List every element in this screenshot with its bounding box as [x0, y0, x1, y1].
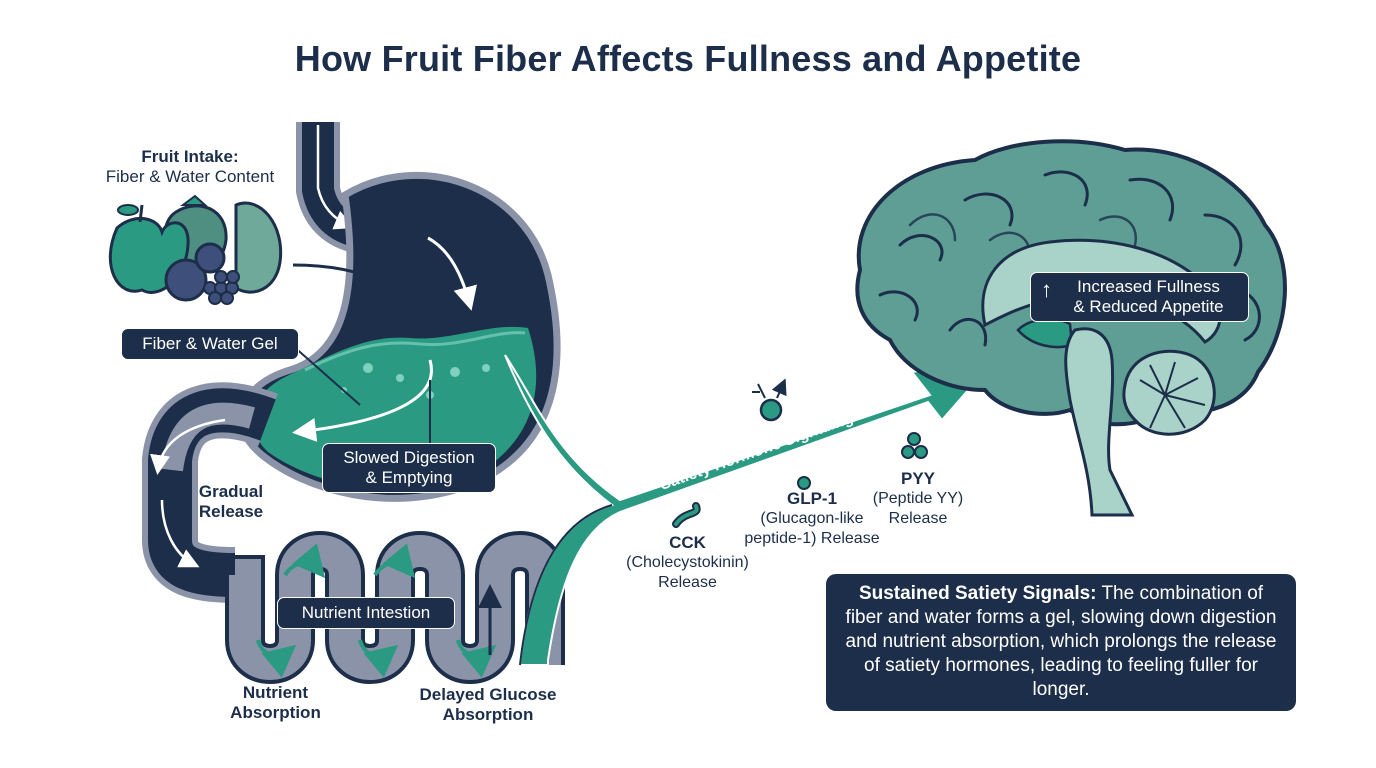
fiber-gel-label: Fiber & Water Gel [121, 328, 299, 360]
nutrient-intestion-label: Nutrient Intestion [277, 597, 455, 629]
cck-line2: Release [658, 574, 717, 591]
page-title: How Fruit Fiber Affects Fullness and App… [294, 38, 1082, 79]
nutrient-absorption-line2: Absorption [230, 703, 321, 722]
glp1-label: GLP-1 (Glucagon-like peptide-1) Release [732, 489, 892, 549]
cck-label: CCK (Cholecystokinin) Release [605, 533, 770, 593]
slowed-digestion-line1: Slowed Digestion [343, 448, 475, 467]
duodenum-tube [142, 382, 278, 603]
fruit-intake-label: Fruit Intake: Fiber & Water Content [60, 147, 320, 187]
gel-leader-line [291, 344, 361, 406]
cck-line1: (Cholecystokinin) [626, 554, 749, 571]
intake-arrow [292, 263, 417, 310]
intestine [225, 531, 565, 684]
fullness-line1: Increased Fullness [1077, 277, 1220, 296]
gradual-release-line2: Release [198, 502, 264, 521]
slowed-digestion-line2: & Emptying [365, 468, 453, 487]
summary-text: The combination of fiber and water forms… [845, 583, 1277, 700]
up-arrow-icon: ↑ [1041, 277, 1052, 302]
signal-arrow-label: Satiety Hormone Signaling [658, 410, 856, 494]
pyy-line2: Release [888, 510, 948, 527]
cck-name: CCK [669, 533, 706, 552]
fruit-intake-subtitle: Fiber & Water Content [105, 167, 275, 186]
nutrient-absorption-label: Nutrient Absorption [208, 683, 343, 723]
gradual-release-line1: Gradual [198, 482, 264, 501]
glp1-line2: peptide-1) Release [744, 530, 880, 547]
glp1-name: GLP-1 [786, 489, 838, 508]
fruit-illustration [108, 194, 283, 305]
delayed-glucose-label: Delayed Glucose Absorption [403, 685, 573, 725]
fullness-label: ↑ Increased Fullness & Reduced Appetite [1030, 272, 1249, 322]
pyy-line1: (Peptide YY) [872, 490, 964, 507]
nutrient-absorption-line1: Nutrient [242, 683, 309, 702]
delayed-glucose-line2: Absorption [442, 705, 534, 724]
pyy-name: PYY [900, 469, 936, 488]
summary-heading: Sustained Satiety Signals: [858, 583, 1097, 604]
glp1-line1: (Glucagon-like [760, 510, 864, 527]
fullness-line2: & Reduced Appetite [1073, 297, 1224, 316]
fruit-intake-title: Fruit Intake: [141, 147, 239, 166]
slowed-digestion-label: Slowed Digestion & Emptying [322, 443, 496, 493]
gradual-release-label: Gradual Release [181, 482, 281, 522]
summary-box: Sustained Satiety Signals: The combinati… [826, 574, 1296, 711]
hormone-molecules [672, 378, 928, 528]
pyy-label: PYY (Peptide YY) Release [858, 469, 978, 529]
delayed-glucose-line1: Delayed Glucose [419, 685, 557, 704]
